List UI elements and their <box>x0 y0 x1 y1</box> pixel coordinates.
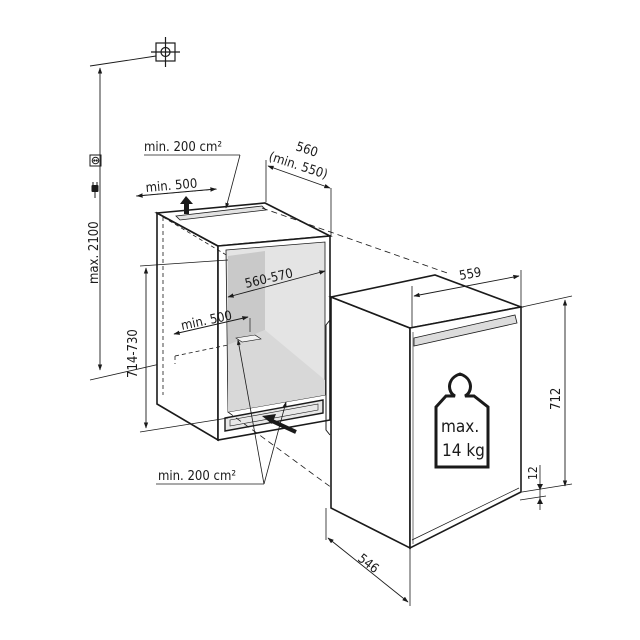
air-inlet-arrow-icon <box>262 414 297 434</box>
power-plug-icon <box>91 182 99 198</box>
air-outlet-arrow-icon <box>180 196 193 214</box>
top-vent-area-label: min. 200 cm² <box>144 140 222 155</box>
floor-reference-line <box>89 363 161 381</box>
niche-depth-label: 560 <box>294 140 320 161</box>
appliance-depth-label: 546 <box>355 551 382 577</box>
weight-line1: max. <box>441 417 479 437</box>
appliance-width-label: 559 <box>458 265 483 284</box>
ceiling-outlet-icon <box>151 37 180 67</box>
weight-line2: 14 kg <box>442 441 485 461</box>
niche-cabinet <box>154 202 333 442</box>
plinth-offset-label: 12 <box>526 466 540 480</box>
weight-icon <box>434 372 490 469</box>
appliance-height-label: 712 <box>549 388 564 410</box>
max-height-label: max. 2100 <box>87 221 102 284</box>
bottom-vent-area-label: min. 200 cm² <box>158 469 236 484</box>
niche-depth-dimension-line <box>267 165 331 189</box>
top-vent-width-label: min. 500 <box>145 177 198 196</box>
niche-width-dimension-line <box>227 270 326 298</box>
niche-height-label: 714-730 <box>126 329 141 378</box>
refrigerator-appliance <box>325 274 524 550</box>
appliance-width-dimension-line <box>413 274 520 298</box>
appliance-depth-dimension-line <box>327 537 409 603</box>
top-vent-width-dimension-line <box>136 187 217 198</box>
power-socket-icon <box>89 154 102 167</box>
ceiling-reference-line <box>89 55 157 67</box>
bottom-vent-width-dimension-line <box>173 316 249 335</box>
